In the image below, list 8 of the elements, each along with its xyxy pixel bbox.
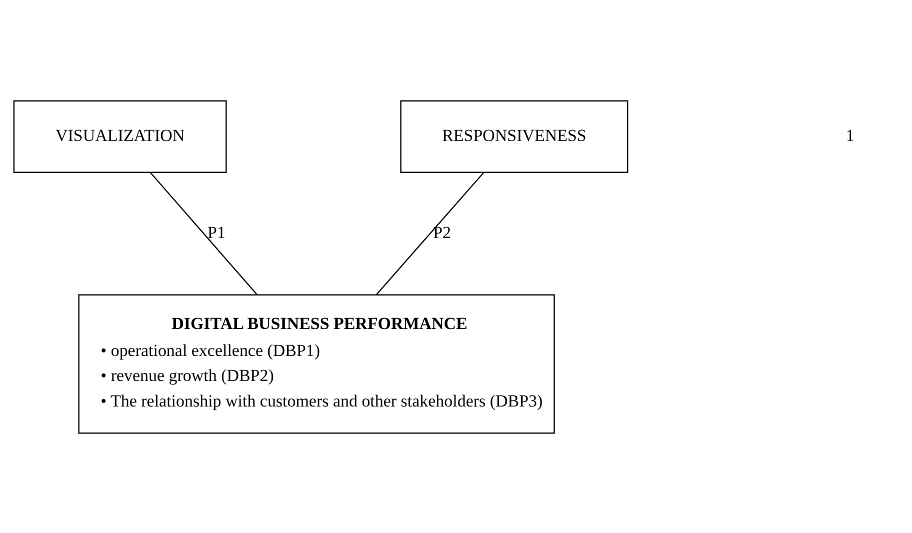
node-box: VISUALIZATION: [13, 100, 227, 173]
label: 1: [846, 126, 854, 145]
connector: [150, 172, 258, 294]
edge-label: P1: [208, 222, 226, 242]
node-box: RESPONSIVENESS: [400, 100, 628, 173]
connector: [376, 172, 484, 294]
node-box: DIGITAL BUSINESS PERFORMANCE • operational excellence (DBP1) • revenue growth (DBP2) • The relationship with customers and other stakeholders (DBP3): [78, 294, 555, 434]
edge-label: P2: [433, 222, 452, 242]
